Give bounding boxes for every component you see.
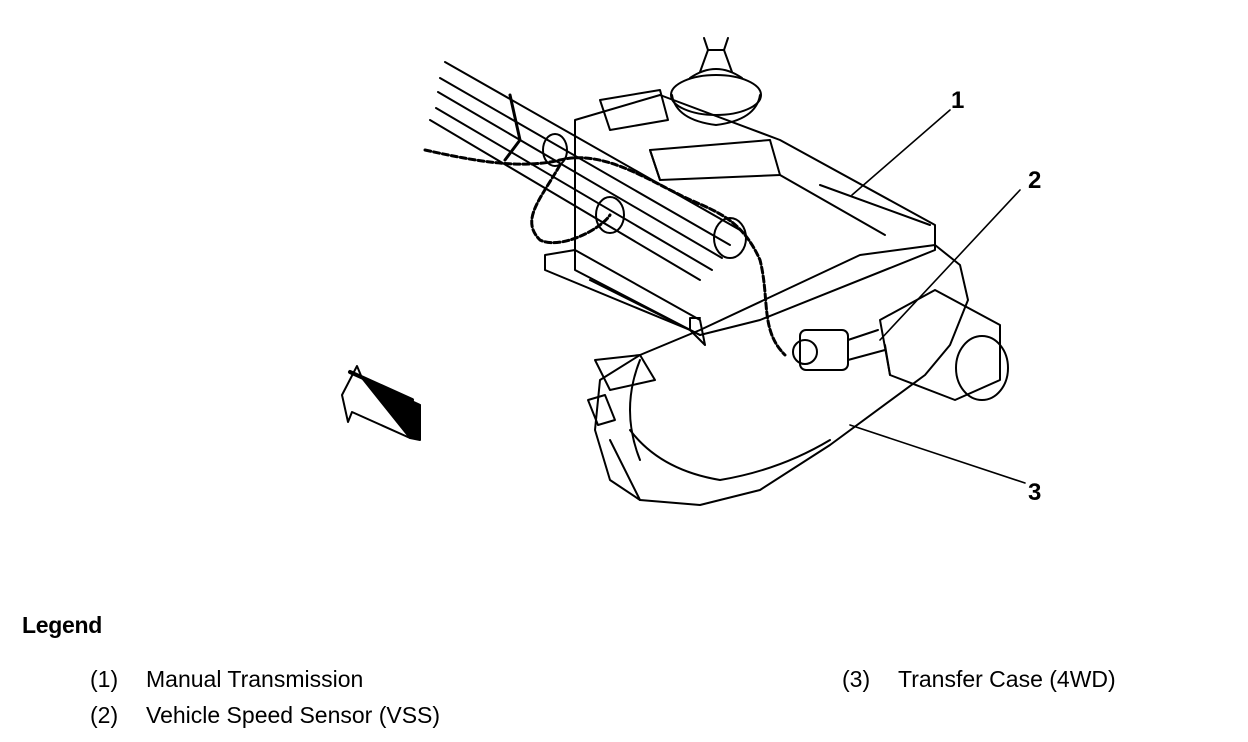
legend-number: (1) <box>90 666 119 692</box>
legend-item-3: (3) Transfer Case (4WD) <box>842 666 1116 693</box>
wiring-harness <box>423 93 787 357</box>
callout-1: 1 <box>951 87 964 114</box>
transfer-case <box>587 244 969 506</box>
leader-lines <box>849 109 1026 484</box>
legend-number: (3) <box>842 666 871 692</box>
driveline-tubes <box>429 61 741 281</box>
legend-label: Transfer Case (4WD) <box>898 666 1116 692</box>
direction-arrow-icon <box>341 365 421 441</box>
legend-label: Vehicle Speed Sensor (VSS) <box>146 702 441 728</box>
legend-label: Manual Transmission <box>146 666 364 692</box>
speed-sensor <box>792 329 886 371</box>
transmission-illustration: 1 2 3 <box>341 37 1041 506</box>
legend-number: (2) <box>90 702 119 728</box>
shift-tower <box>670 37 762 126</box>
legend-item-1: (1) Manual Transmission <box>90 666 363 693</box>
harness-clips <box>542 133 747 259</box>
callout-3: 3 <box>1028 479 1041 506</box>
transmission-housing <box>544 89 936 346</box>
output-housing <box>879 289 1009 401</box>
legend-item-2: (2) Vehicle Speed Sensor (VSS) <box>90 702 440 729</box>
legend-title: Legend <box>22 612 102 638</box>
callout-2: 2 <box>1028 167 1041 194</box>
